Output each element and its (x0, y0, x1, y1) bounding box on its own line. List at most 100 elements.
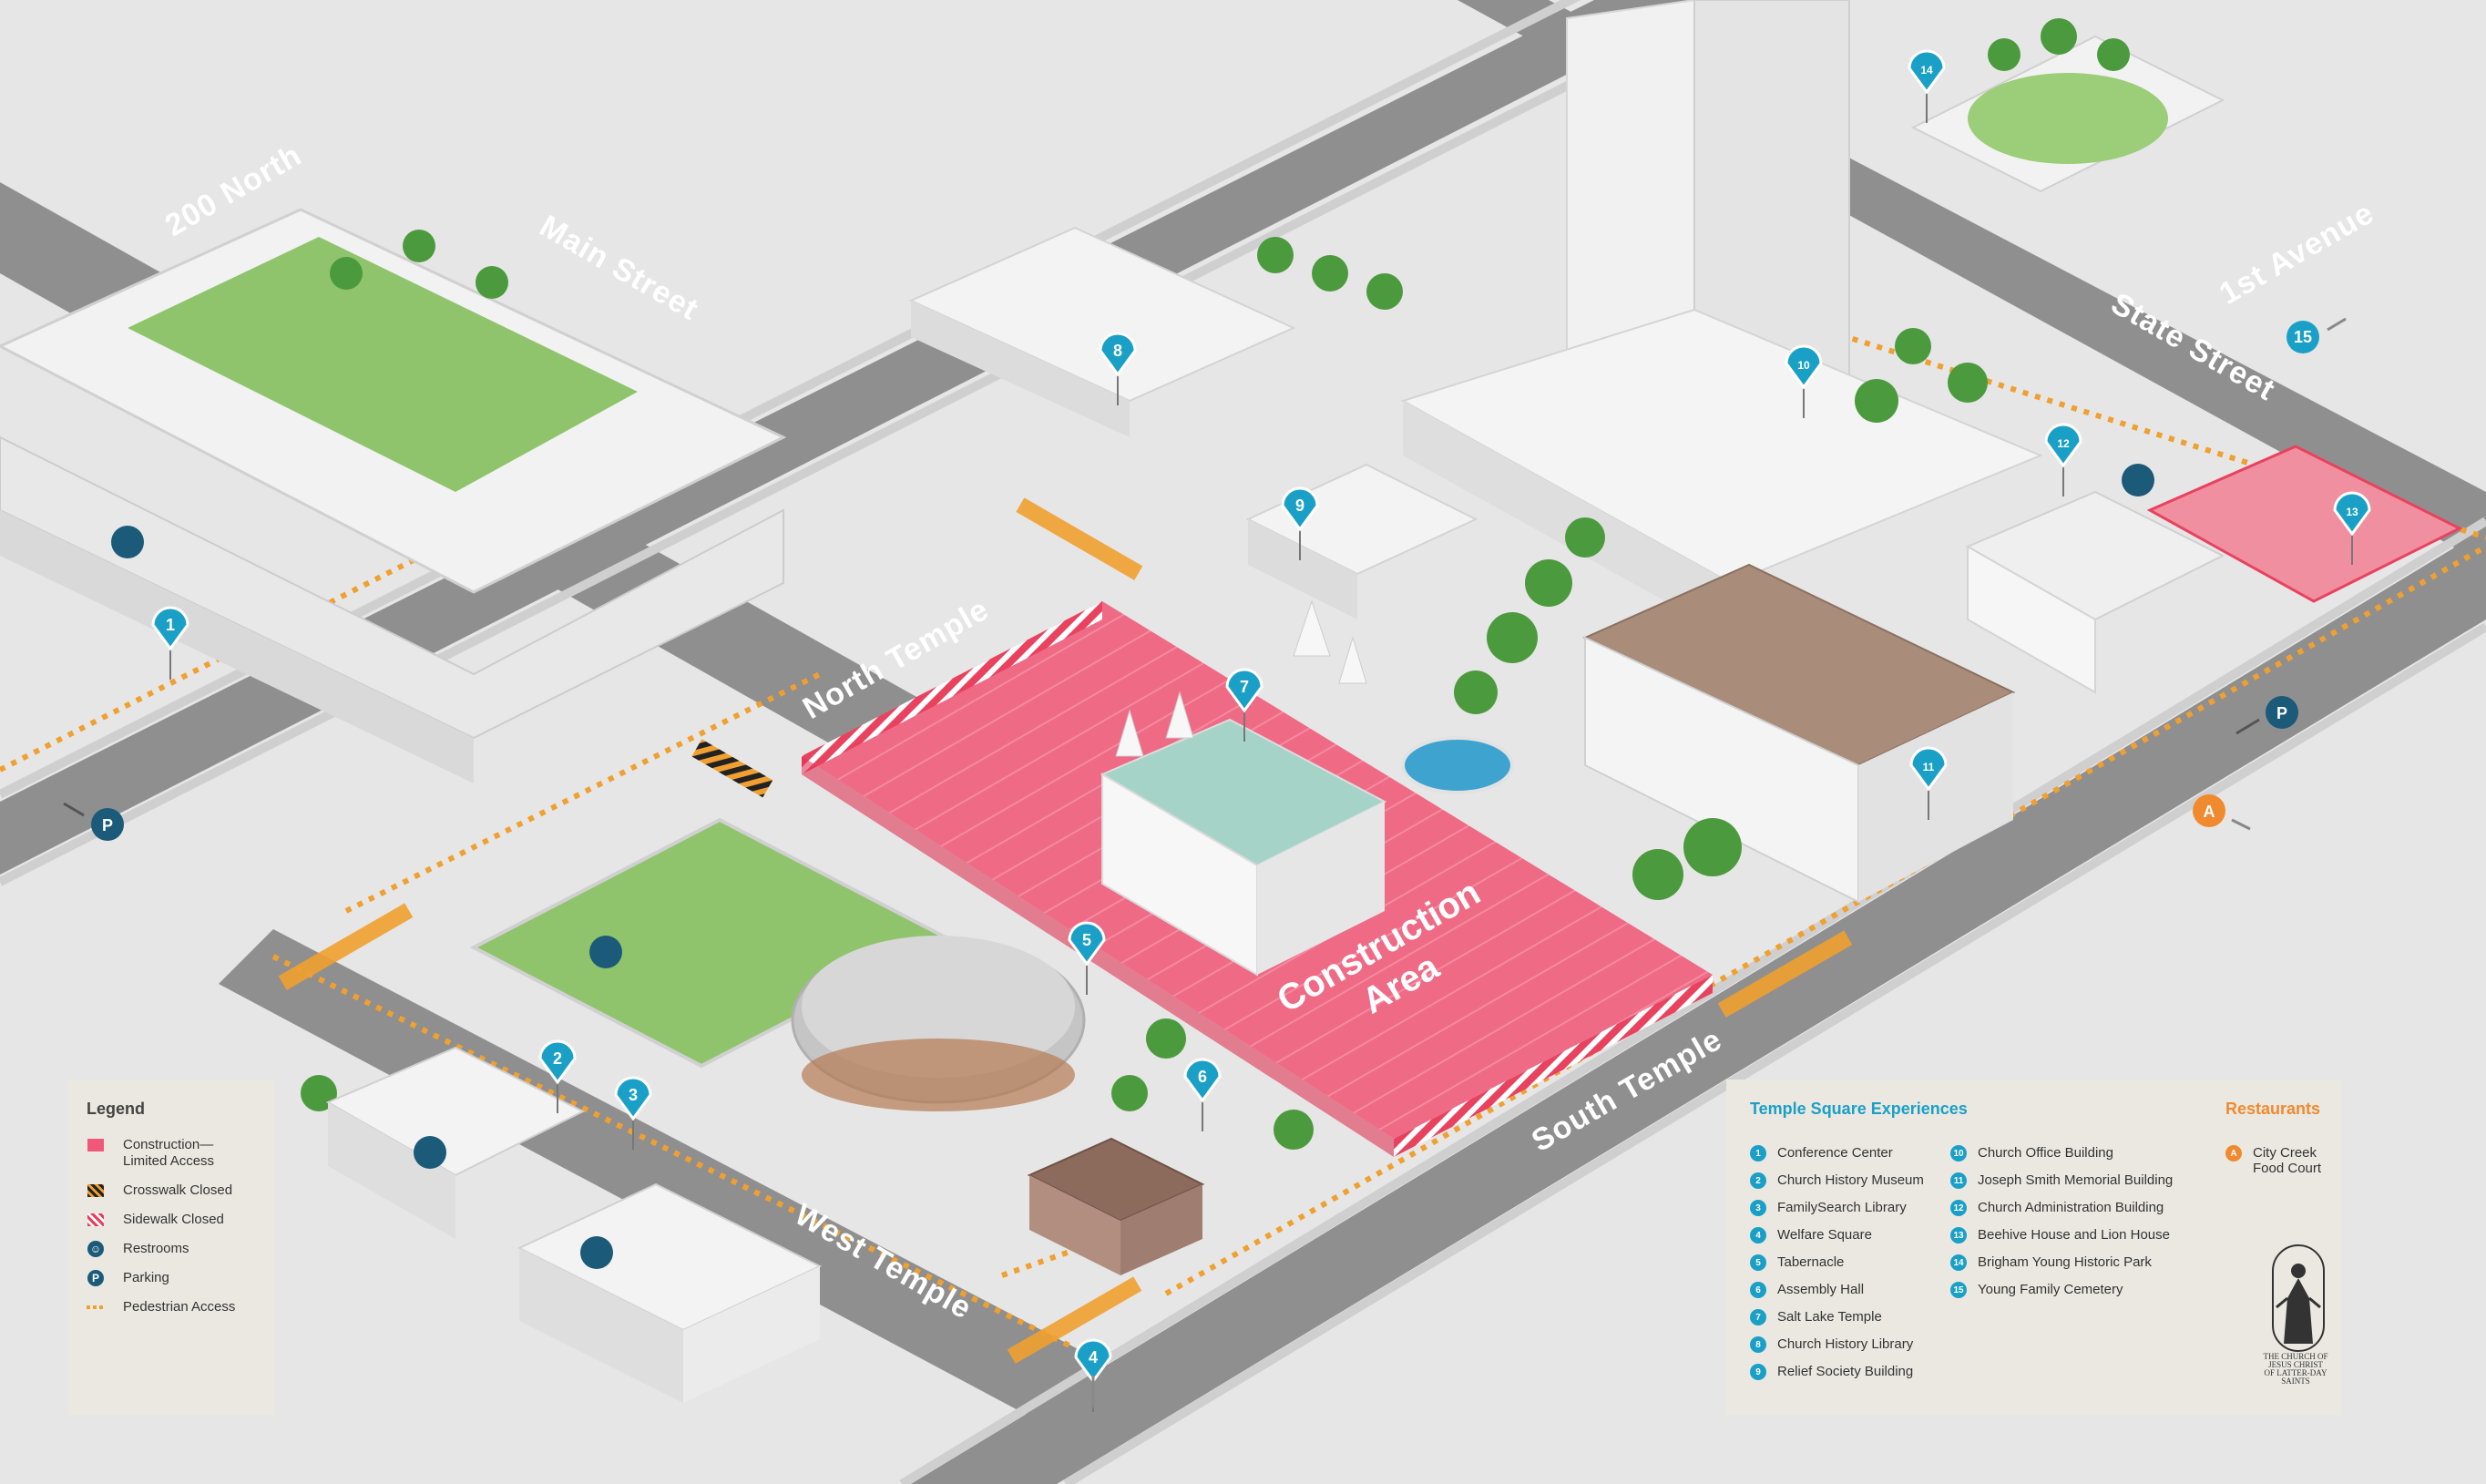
experience-number-badge: 12 (1950, 1200, 1967, 1216)
location-pin-13[interactable]: 13 (2333, 491, 2371, 565)
pin-number: 5 (1082, 931, 1091, 949)
experience-label: Church Administration Building (1978, 1200, 2164, 1215)
experience-item-15[interactable]: 15 Young Family Cemetery (1950, 1282, 2187, 1298)
brigham-young-park (1910, 35, 2225, 193)
location-pin-9[interactable]: 9 (1281, 486, 1319, 560)
relief-society-building (1245, 463, 1478, 619)
museum-library-buildings (325, 1046, 823, 1403)
location-pin-2[interactable]: 2 (538, 1039, 577, 1113)
salt-lake-temple (1100, 599, 1387, 977)
pin-number: 10 (1797, 359, 1810, 372)
svg-text:P: P (102, 816, 113, 834)
pin-marker (1908, 49, 1946, 95)
experience-label: Assembly Hall (1777, 1282, 1865, 1297)
church-logo-icon (2272, 1244, 2325, 1352)
legend-item-label: Sidewalk Closed (123, 1212, 224, 1227)
tabernacle (791, 936, 1086, 1111)
pin-marker (1068, 921, 1106, 967)
experience-number-badge: 8 (1750, 1336, 1766, 1353)
pin-number: 2 (553, 1049, 562, 1068)
restroom-icon: ☺ (87, 1241, 105, 1257)
pin-marker (538, 1039, 577, 1085)
experience-label: Salt Lake Temple (1777, 1309, 1882, 1325)
experience-label: Brigham Young Historic Park (1978, 1254, 2152, 1270)
pin-marker (614, 1076, 652, 1121)
pin-marker (1099, 332, 1137, 377)
restaurants-title: Restaurants (2225, 1100, 2321, 1118)
pin-marker (1281, 486, 1319, 532)
crosswalks (278, 497, 1853, 1364)
experiences-title: Temple Square Experiences (1750, 1100, 1968, 1118)
parking-marker-left[interactable]: P (63, 802, 124, 841)
pin-number: 12 (2057, 437, 2070, 450)
pin-marker (1909, 746, 1948, 792)
experience-item-2[interactable]: 2 Church History Museum (1750, 1172, 1941, 1189)
location-pin-7[interactable]: 7 (1225, 668, 1263, 742)
experience-number-badge: 10 (1950, 1145, 1967, 1162)
location-pin-1[interactable]: 1 (151, 606, 189, 680)
pin-number: 1 (166, 616, 175, 634)
legend-item-label: Crosswalk Closed (123, 1182, 233, 1198)
experience-label: Young Family Cemetery (1978, 1282, 2123, 1297)
legend-item-label: Construction—Limited Access (123, 1137, 215, 1169)
beehive-house (2146, 445, 2463, 603)
legend-item-label: Restrooms (123, 1241, 189, 1256)
location-pin-14[interactable]: 14 (1908, 49, 1946, 123)
pin-number: 11 (1923, 761, 1935, 773)
experience-number-badge: 13 (1950, 1227, 1967, 1243)
experience-item-8[interactable]: 8 Church History Library (1750, 1336, 1941, 1353)
experience-item-12[interactable]: 12 Church Administration Building (1950, 1200, 2187, 1216)
pin-number: 4 (1089, 1348, 1098, 1366)
experience-number-badge: 1 (1750, 1145, 1766, 1162)
location-pin-10[interactable]: 10 (1785, 344, 1823, 418)
location-pin-5[interactable]: 5 (1068, 921, 1106, 995)
pin-marker (1785, 344, 1823, 390)
location-pin-12[interactable]: 12 (2044, 423, 2082, 496)
pin-number: 14 (1920, 64, 1933, 77)
location-pin-3[interactable]: 3 (614, 1076, 652, 1150)
parking-marker-right[interactable]: P (2235, 696, 2298, 735)
sidewalk-icon (87, 1212, 105, 1228)
svg-text:15: 15 (2294, 328, 2312, 346)
church-administration-building (1965, 490, 2225, 694)
experience-label: Church History Library (1777, 1336, 1914, 1352)
pin-15-arrow[interactable]: 15 (2287, 317, 2347, 353)
experience-label: Church History Museum (1777, 1172, 1924, 1188)
restaurant-a-marker[interactable]: A (2193, 794, 2251, 831)
location-pin-6[interactable]: 6 (1183, 1058, 1222, 1131)
experience-item-11[interactable]: 11 Joseph Smith Memorial Building (1950, 1172, 2187, 1189)
church-office-tower (1400, 0, 2043, 638)
experience-label: FamilySearch Library (1777, 1200, 1907, 1215)
experience-number-badge: 11 (1950, 1172, 1967, 1189)
svg-text:A: A (2204, 803, 2215, 821)
experience-number-badge: 5 (1750, 1254, 1766, 1271)
location-pin-11[interactable]: 11 (1909, 746, 1948, 820)
experience-number-badge: 2 (1750, 1172, 1766, 1189)
experience-label: Joseph Smith Memorial Building (1978, 1172, 2174, 1188)
pin-number: 8 (1113, 342, 1122, 360)
experience-label: Welfare Square (1777, 1227, 1872, 1243)
experience-item-4[interactable]: 4 Welfare Square (1750, 1227, 1941, 1243)
off-map-markers: 15 P P A (63, 317, 2347, 1407)
legend-title: Legend (87, 1100, 146, 1118)
location-pin-8[interactable]: 8 (1099, 332, 1137, 405)
experience-number-badge: 4 (1750, 1227, 1766, 1243)
experience-number-badge: 15 (1950, 1282, 1967, 1298)
pin-marker (1225, 668, 1263, 713)
pin-marker (1183, 1058, 1222, 1103)
pin-number: 6 (1198, 1068, 1207, 1086)
